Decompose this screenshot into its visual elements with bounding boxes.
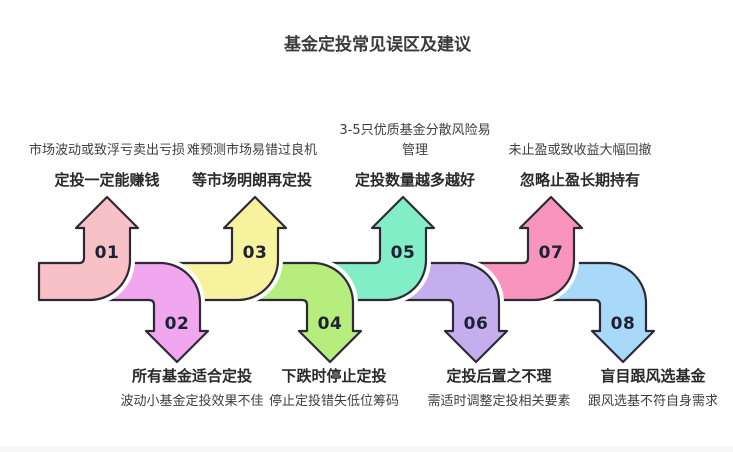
advice-text-1: 市场波动或致浮亏卖出亏损 — [29, 143, 186, 158]
step-label-1: 市场波动或致浮亏卖出亏损 定投一定能赚钱 — [29, 112, 185, 190]
step-number: 05 — [391, 243, 416, 263]
page-title: 基金定投常见误区及建议 — [284, 35, 471, 55]
myth-text-2: 所有基金适合定投 — [131, 367, 252, 385]
step-label-7: 未止盈或致收益大幅回撤 忽略止盈长期持有 — [495, 112, 665, 190]
up-arrow-shape — [37, 195, 140, 302]
myth-text-6: 定投后置之不理 — [446, 367, 552, 385]
step-number: 01 — [95, 243, 120, 263]
step-label-4: 下跌时停止定投 停止定投错失低位筹码 — [244, 366, 424, 412]
advice-text-6: 需适时调整定投相关要素 — [427, 394, 571, 409]
myth-text-4: 下跌时停止定投 — [281, 367, 387, 385]
myth-text-3: 等市场明朗再定投 — [191, 171, 312, 189]
step-label-2: 所有基金适合定投 波动小基金定投效果不佳 — [102, 366, 282, 412]
step-number: 08 — [611, 314, 636, 334]
advice-text-2: 波动小基金定投效果不佳 — [120, 394, 264, 409]
advice-text-5: 3-5只优质基金分散风险易管理 — [339, 123, 491, 158]
bottom-edge-strip — [0, 446, 733, 452]
flow-arrow-step-1 — [34, 192, 143, 305]
myth-text-5: 定投数量越多越好 — [354, 171, 475, 189]
advice-text-7: 未止盈或致收益大幅回撤 — [508, 143, 652, 158]
step-number: 04 — [318, 314, 343, 334]
flow-arrow-step-3 — [160, 192, 291, 305]
step-number: 07 — [539, 243, 564, 263]
up-arrow-shape — [163, 195, 288, 302]
step-number: 06 — [464, 314, 489, 334]
step-label-8: 盲目跟风选基金 跟风选基不符自身需求 — [573, 366, 733, 412]
step-number: 03 — [243, 243, 268, 263]
step-label-5: 3-5只优质基金分散风险易管理 定投数量越多越好 — [334, 112, 496, 190]
myth-text-1: 定投一定能赚钱 — [54, 171, 160, 189]
advice-text-3: 难预测市场易错过良机 — [186, 143, 317, 158]
step-label-3: 难预测市场易错过良机 等市场明朗再定投 — [167, 112, 337, 190]
myth-text-7: 忽略止盈长期持有 — [519, 171, 640, 189]
myth-text-8: 盲目跟风选基金 — [600, 367, 706, 385]
advice-text-4: 停止定投错失低位筹码 — [268, 394, 399, 409]
step-number: 02 — [165, 314, 190, 334]
step-label-6: 定投后置之不理 需适时调整定投相关要素 — [409, 366, 589, 412]
advice-text-8: 跟风选基不符自身需求 — [587, 394, 718, 409]
